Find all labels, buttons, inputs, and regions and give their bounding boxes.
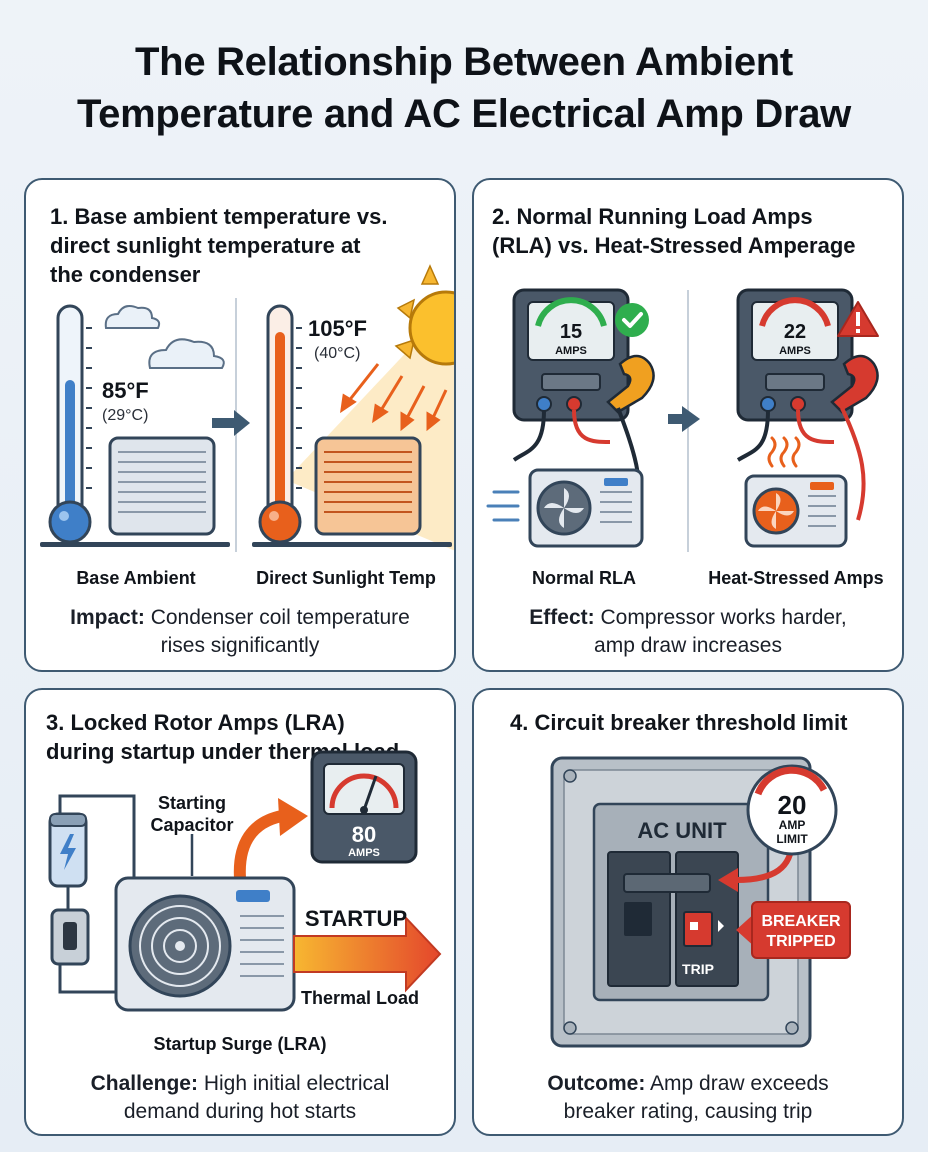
panel-4-illustration: AC UNIT TRIP 20 AMP LIMIT BREAKER TRIPPE… bbox=[550, 756, 851, 1048]
breaker-tripped-line-1: BREAKER bbox=[761, 913, 841, 930]
sunlight-temp-f: 105°F bbox=[308, 316, 367, 341]
page-title: The Relationship Between Ambient Tempera… bbox=[0, 36, 928, 140]
surge-arrow-icon bbox=[233, 798, 308, 884]
wire bbox=[58, 958, 120, 994]
ambient-temp-f: 85°F bbox=[102, 378, 149, 403]
normal-amps-unit: AMPS bbox=[555, 345, 587, 357]
amp-limit-unit: AMP bbox=[779, 818, 806, 832]
ambient-temp-c: (29°C) bbox=[102, 407, 148, 424]
panel-ambient-vs-sunlight: 1. Base ambient temperature vs. direct s… bbox=[24, 178, 456, 672]
warning-icon bbox=[837, 301, 879, 337]
stressed-amps-unit: AMPS bbox=[779, 345, 811, 357]
panel-4-heading: 4. Circuit breaker threshold limit bbox=[510, 710, 848, 735]
thermometer-cool-icon bbox=[48, 304, 92, 544]
caption-base-ambient: Base Ambient bbox=[76, 568, 196, 588]
panel-1-heading: 1. Base ambient temperature vs. direct s… bbox=[50, 204, 388, 287]
caption-direct-sunlight: Direct Sunlight Temp bbox=[256, 568, 436, 588]
capacitor-label-line-2: Capacitor bbox=[150, 815, 233, 835]
lra-value: 80 bbox=[352, 822, 376, 847]
thermal-load-arrow-icon bbox=[293, 915, 442, 993]
page-title-line-1: The Relationship Between Ambient bbox=[135, 40, 793, 84]
arrow-right-icon bbox=[212, 410, 250, 436]
arrow-right-icon bbox=[668, 406, 700, 432]
capacitor-icon bbox=[48, 812, 88, 888]
heat-rays bbox=[340, 363, 448, 432]
ac-unit-stressed-icon bbox=[744, 474, 848, 548]
clamp-meter-normal-icon bbox=[512, 288, 655, 521]
thermometer-hot-icon bbox=[258, 304, 302, 544]
sun-icon bbox=[394, 264, 454, 366]
panel-2-summary: Effect: Compressor works harder, amp dra… bbox=[529, 606, 847, 657]
ac-unit-label: AC UNIT bbox=[637, 818, 727, 843]
startup-label: STARTUP bbox=[305, 906, 407, 931]
panel-4-summary: Outcome: Amp draw exceeds breaker rating… bbox=[547, 1072, 829, 1123]
heat-waves-icon bbox=[767, 436, 801, 468]
check-icon bbox=[615, 303, 649, 337]
caption-heat-stressed-amps: Heat-Stressed Amps bbox=[708, 568, 884, 588]
thermal-load-label: Thermal Load bbox=[301, 988, 419, 1008]
ac-unit-normal-icon bbox=[528, 468, 644, 548]
ac-compressor-unit-icon bbox=[114, 876, 296, 1012]
page-title-line-2: Temperature and AC Electrical Amp Draw bbox=[76, 92, 851, 136]
panel-3-summary: Challenge: High initial electrical deman… bbox=[90, 1072, 390, 1123]
amp-meter-icon bbox=[310, 750, 418, 864]
airflow-icon bbox=[486, 490, 520, 522]
breaker-tripped-line-2: TRIPPED bbox=[766, 933, 835, 950]
caption-startup-surge: Startup Surge (LRA) bbox=[153, 1034, 327, 1054]
panel-locked-rotor-amps: 3. Locked Rotor Amps (LRA) during startu… bbox=[24, 688, 456, 1136]
caption-normal-rla: Normal RLA bbox=[531, 568, 636, 588]
trip-label: TRIP bbox=[682, 961, 714, 977]
lra-unit: AMPS bbox=[348, 847, 380, 859]
normal-amps-value: 15 bbox=[560, 321, 582, 343]
amp-limit-value: 20 bbox=[778, 790, 807, 820]
amp-limit-gauge-icon bbox=[746, 764, 838, 856]
wire bbox=[58, 794, 136, 880]
panel-rla-vs-heat-stressed: 2. Normal Running Load Amps (RLA) vs. He… bbox=[472, 178, 904, 672]
amp-limit-label: LIMIT bbox=[776, 832, 808, 846]
breaker-tripped-callout bbox=[736, 901, 851, 959]
panel-2-heading: 2. Normal Running Load Amps (RLA) vs. He… bbox=[492, 204, 856, 258]
stressed-amps-value: 22 bbox=[784, 321, 806, 343]
panel-1-illustration: 85°F (29°C) bbox=[40, 264, 454, 552]
sunlight-temp-c: (40°C) bbox=[314, 345, 360, 362]
condenser-unit-icon bbox=[40, 436, 230, 547]
capacitor-label-line-1: Starting bbox=[158, 793, 226, 813]
panel-1-summary: Impact: Condenser coil temperature rises… bbox=[70, 606, 410, 657]
clamp-meter-stressed-icon bbox=[736, 288, 879, 521]
panel-2-illustration: 15 AMPS bbox=[486, 288, 879, 552]
panel-3-illustration: Starting Capacitor bbox=[48, 750, 442, 1012]
panel-breaker-threshold: 4. Circuit breaker threshold limit AC UN… bbox=[472, 688, 904, 1136]
condenser-unit-hot-icon bbox=[252, 436, 452, 547]
switch-icon bbox=[50, 908, 90, 966]
breaker-box-icon bbox=[550, 756, 812, 1048]
cloud-icon bbox=[104, 305, 225, 369]
